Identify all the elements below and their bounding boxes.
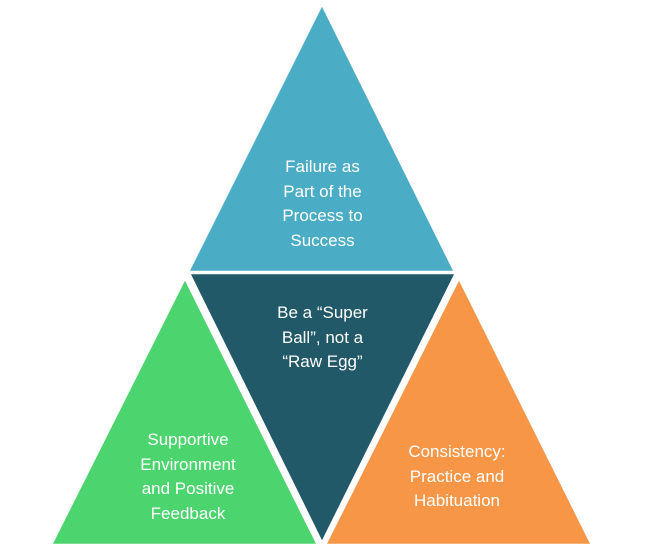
center-label-line: Ball”, not a [281, 327, 364, 347]
top-label-line: Part of the [283, 181, 362, 201]
center-triangle [186, 271, 459, 546]
center-label-line: “Raw Egg” [282, 352, 363, 371]
right-label-line: Practice and [409, 466, 505, 486]
center-triangle-label: Be a “Super Ball”, not a “Raw Egg” [0, 301, 645, 375]
left-label-line: Supportive [147, 430, 229, 449]
left-triangle-label: Supportive Environment and Positive Feed… [38, 428, 338, 526]
left-label-line: Environment [140, 454, 236, 474]
top-label-line: Failure as [285, 157, 360, 176]
left-label-line: and Positive [141, 479, 235, 498]
right-triangle [322, 275, 595, 547]
center-label-line: Be a “Super [277, 303, 368, 322]
right-triangle-label: Consistency: Practice and Habituation [307, 440, 607, 514]
top-label-line: Process to [282, 206, 363, 225]
right-label-line: Consistency: [408, 442, 506, 461]
right-label-line: Habituation [413, 491, 500, 510]
left-triangle [48, 275, 321, 547]
top-triangle-label: Failure as Part of the Process to Succes… [0, 155, 645, 253]
left-label-line: Feedback [150, 503, 226, 523]
top-label-line: Success [290, 230, 355, 250]
